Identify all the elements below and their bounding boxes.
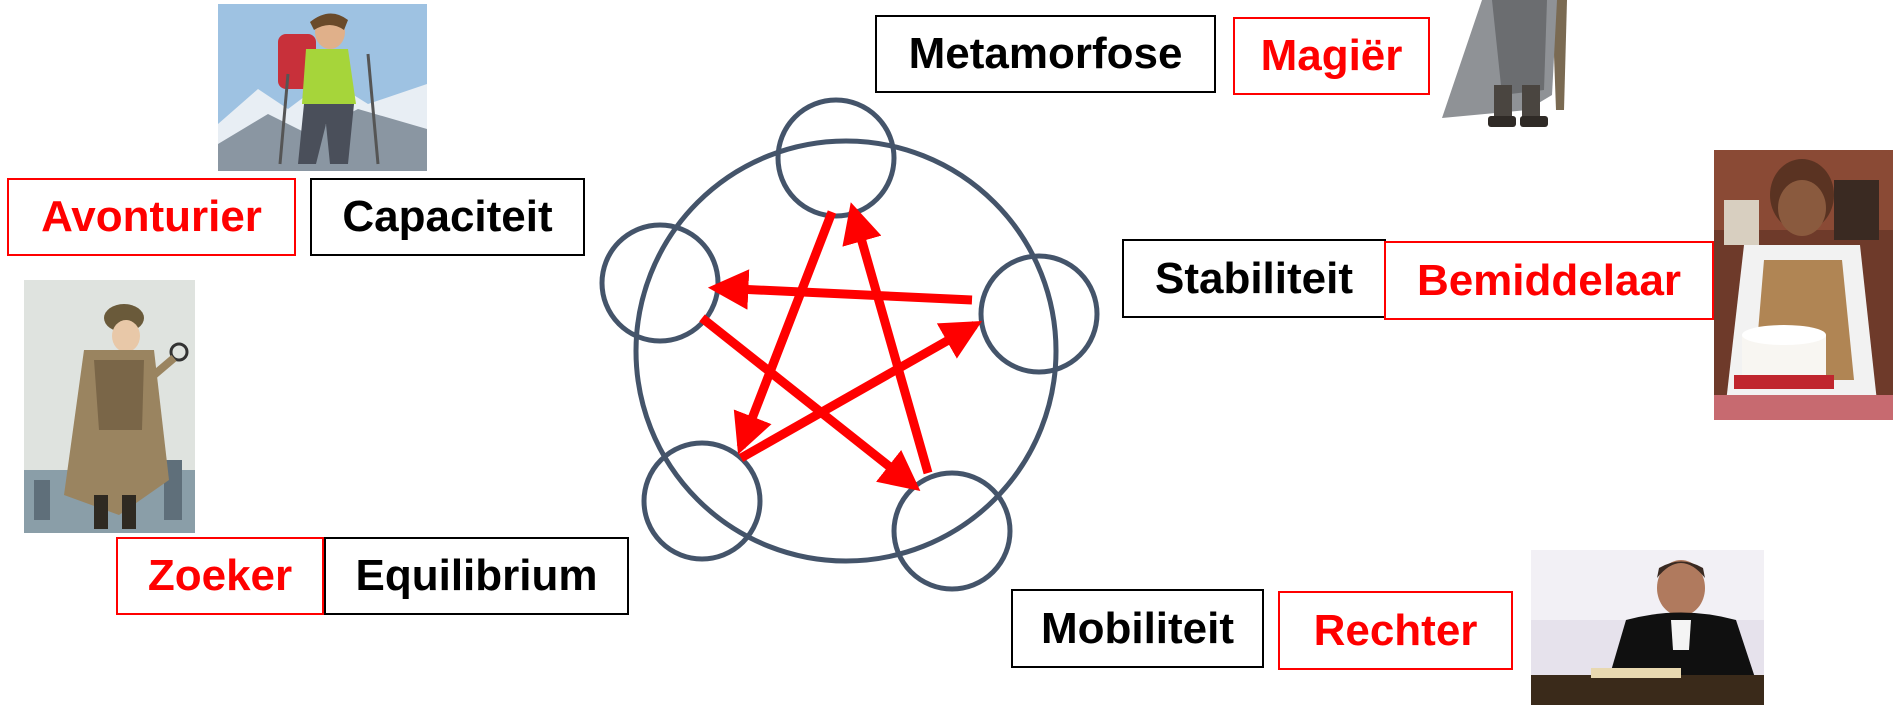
node-circle-right <box>978 253 1100 375</box>
label-magier: Magiër <box>1233 17 1430 95</box>
label-metamorfose: Metamorfose <box>875 15 1216 93</box>
node-circles <box>599 97 1100 592</box>
label-mobiliteit: Mobiliteit <box>1011 589 1264 668</box>
arrow-top-to-bottom-left <box>733 210 837 455</box>
label-capaciteit: Capaciteit <box>310 178 585 256</box>
label-equilibrium: Equilibrium <box>324 537 629 615</box>
magician-figure-image <box>1432 0 1602 130</box>
detective-with-magnifier-image <box>24 280 195 533</box>
arrow-left-to-bottom-right <box>699 314 921 492</box>
label-avonturier: Avonturier <box>7 178 296 256</box>
label-bemiddelaar: Bemiddelaar <box>1384 241 1714 320</box>
node-circle-top <box>775 97 897 219</box>
hiker-on-mountain-image <box>218 4 427 171</box>
label-stabiliteit: Stabiliteit <box>1122 239 1386 318</box>
node-circle-bottom-right <box>891 470 1013 592</box>
label-rechter: Rechter <box>1278 591 1513 670</box>
judge-at-desk-image <box>1531 550 1764 705</box>
baker-with-cake-image <box>1714 150 1893 420</box>
node-circle-left <box>599 222 721 344</box>
pentagram-arrows <box>699 202 983 492</box>
arrow-right-to-left <box>707 269 973 310</box>
node-circle-bottom-left <box>641 440 763 562</box>
arrow-bottom-left-to-right <box>738 320 983 462</box>
label-zoeker: Zoeker <box>116 537 324 615</box>
arrow-bottom-right-to-top <box>842 202 933 475</box>
outer-cycle-circle <box>633 138 1059 564</box>
